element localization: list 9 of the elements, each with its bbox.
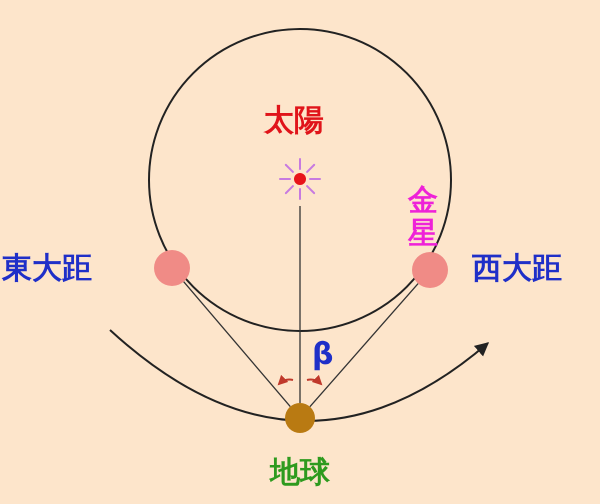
sight-line: [183, 281, 291, 408]
planet-label: 金星: [408, 184, 438, 250]
elongation-label: 東大距: [2, 252, 92, 285]
sight-line: [309, 283, 419, 408]
body-label: 太陽: [264, 104, 324, 137]
angle-label: β: [312, 338, 334, 371]
elongation-label: 西大距: [472, 252, 562, 285]
sight-line: [299, 206, 301, 403]
body-label: 地球: [270, 456, 330, 489]
